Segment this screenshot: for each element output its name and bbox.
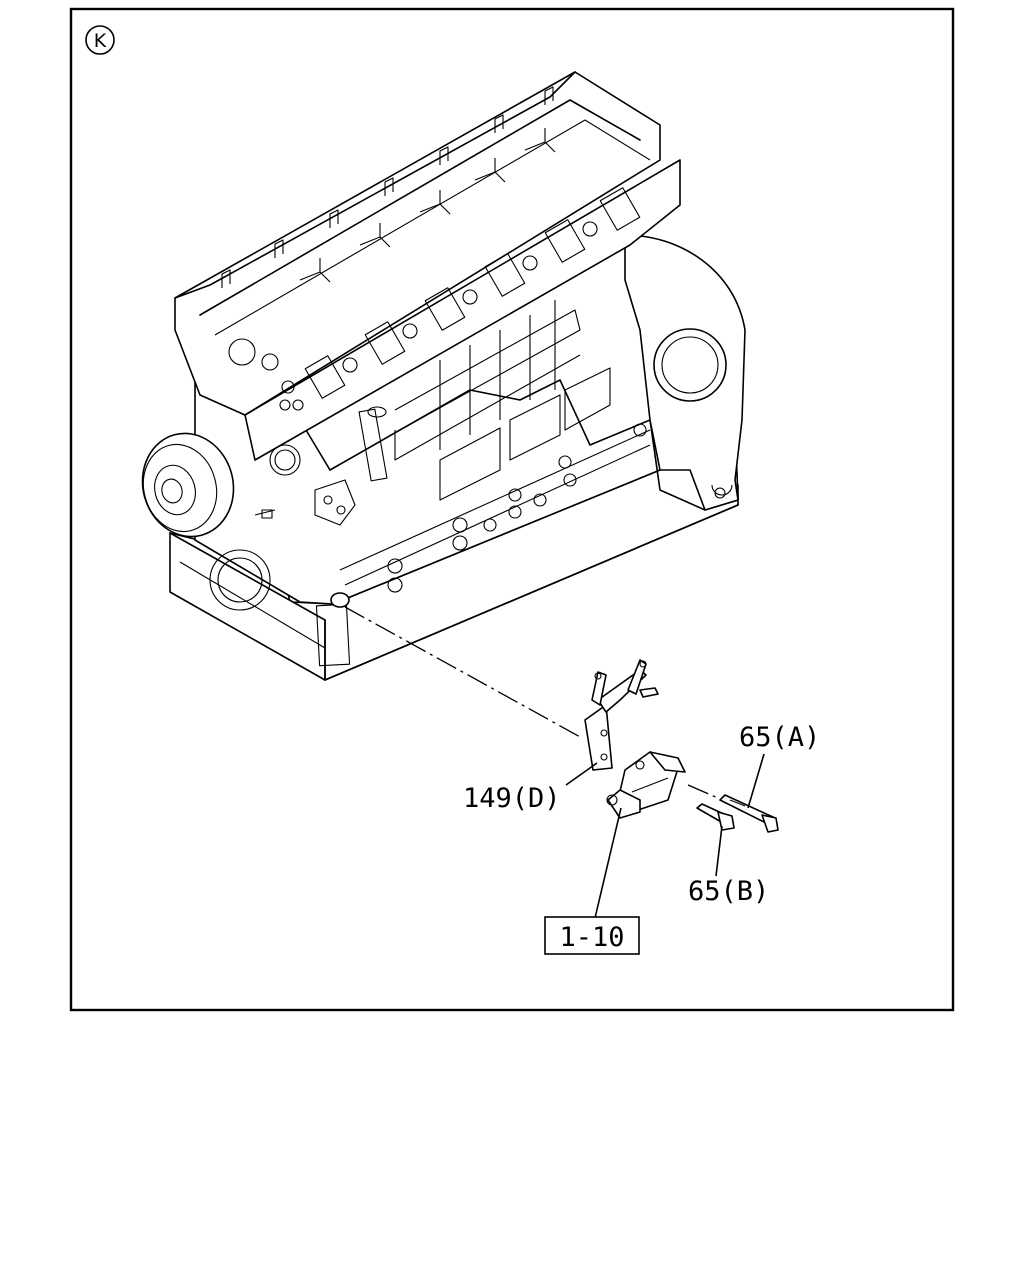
crank-pulley (141, 432, 235, 538)
callout-leaders (565, 753, 765, 919)
view-marker: K (85, 25, 115, 55)
view-marker-letter: K (94, 30, 107, 52)
diagram-frame (69, 7, 955, 1012)
alignment-line (344, 606, 583, 739)
bolt-65a (719, 794, 779, 833)
engine-block-illustration (141, 71, 746, 681)
mount-boss (330, 592, 350, 608)
callout-65b: 65(B) (688, 876, 769, 907)
front-cover (209, 406, 388, 611)
callout-1-10-box: 1-10 (544, 916, 640, 955)
block-side-details (339, 300, 651, 593)
cylinder-head (174, 71, 681, 461)
callout-65a: 65(A) (739, 722, 820, 753)
flywheel-housing (624, 234, 746, 511)
callout-149d: 149(D) (463, 783, 561, 814)
bolt-65b (696, 803, 735, 831)
mount-bracket-1-10 (606, 751, 686, 819)
callout-1-10: 1-10 (559, 922, 624, 953)
bracket-149d (584, 659, 659, 771)
bolt-axis (687, 784, 719, 799)
